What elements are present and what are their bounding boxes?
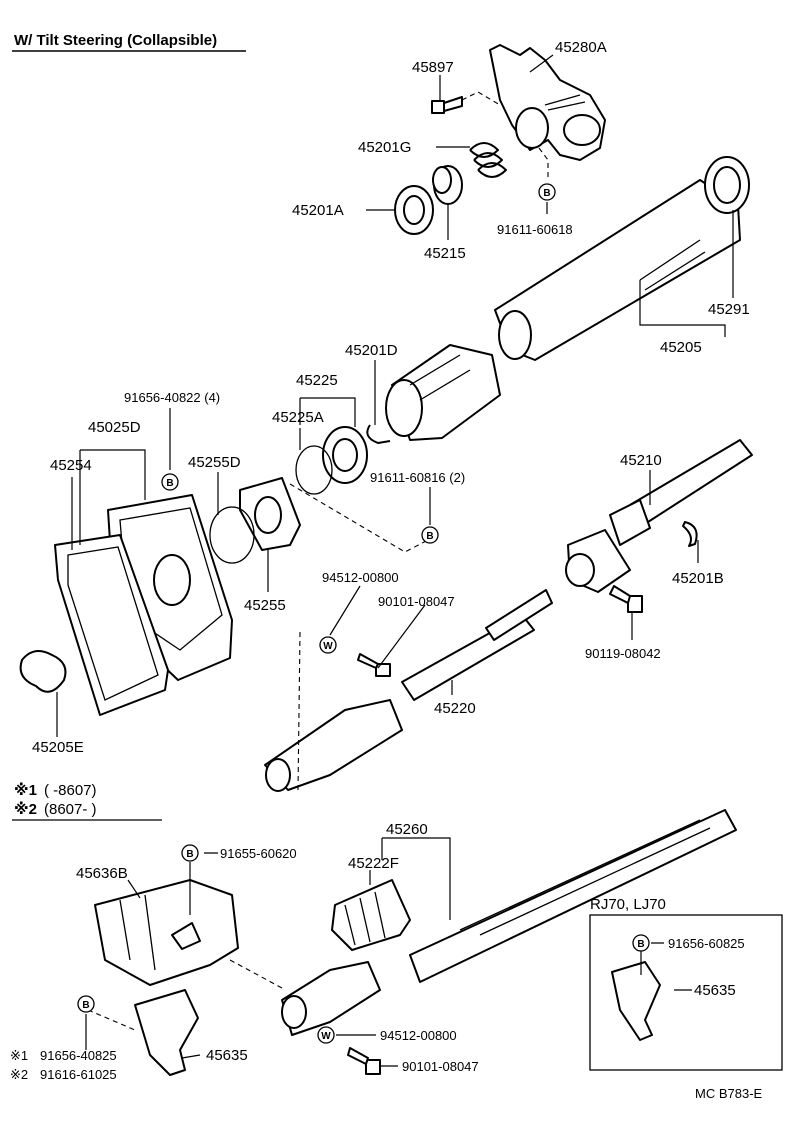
marker-b-91656-60825: B bbox=[632, 934, 650, 952]
label-45205E: 45205E bbox=[32, 739, 84, 756]
label-45225A: 45225A bbox=[272, 409, 324, 426]
label-45210: 45210 bbox=[620, 452, 662, 469]
label-91656-40825: 91656-40825 bbox=[40, 1048, 117, 1063]
collar-45215 bbox=[432, 165, 463, 205]
bearing-45201A bbox=[394, 185, 434, 235]
label-45025D: 45025D bbox=[88, 419, 141, 436]
label-91616-61025: 91616-61025 bbox=[40, 1067, 117, 1082]
label-94512-00800-upper: 94512-00800 bbox=[322, 570, 399, 585]
note-mark-2: ※2 bbox=[10, 1067, 28, 1082]
label-90101-08047-upper: 90101-08047 bbox=[378, 594, 455, 609]
label-45636B: 45636B bbox=[76, 865, 128, 882]
marker-b-lower-left: B bbox=[77, 995, 95, 1013]
date-notes: ※1 ( -8607) ※2 (8607- ) bbox=[12, 781, 162, 821]
label-45291: 45291 bbox=[708, 301, 750, 318]
label-45255D: 45255D bbox=[188, 454, 241, 471]
label-91611-60618: 91611-60618 bbox=[497, 222, 573, 237]
label-45225: 45225 bbox=[296, 372, 338, 389]
label-91611-60816: 91611-60816 (2) bbox=[370, 470, 465, 485]
outer-tube-45205 bbox=[494, 156, 750, 361]
dash-45897 bbox=[461, 91, 501, 106]
label-90119-08042: 90119-08042 bbox=[585, 646, 661, 661]
leader-lines bbox=[56, 54, 734, 1067]
note-1-mark: ※1 bbox=[14, 781, 37, 799]
cover-45636B bbox=[94, 879, 239, 986]
label-45260: 45260 bbox=[386, 821, 428, 838]
svg-text:B: B bbox=[543, 188, 550, 199]
note-2-text: (8607- ) bbox=[44, 801, 97, 818]
pad-45205E bbox=[19, 650, 67, 693]
bolt-90101-08047-lower bbox=[347, 1047, 381, 1075]
note-mark-1: ※1 bbox=[10, 1048, 28, 1063]
part-labels: 45280A 45897 45201G 45201A 45215 91611-6… bbox=[10, 39, 750, 1082]
label-45255: 45255 bbox=[244, 597, 286, 614]
label-94512-00800-lower: 94512-00800 bbox=[380, 1028, 457, 1043]
label-45222F: 45222F bbox=[348, 855, 399, 872]
label-45254: 45254 bbox=[50, 457, 92, 474]
variant-box-title: RJ70, LJ70 bbox=[590, 896, 666, 913]
marker-b-91656-40822: B bbox=[161, 473, 179, 491]
dash-91611-60618 bbox=[538, 147, 549, 180]
marker-b-91611-60816: B bbox=[421, 526, 439, 544]
o-ring-45255D bbox=[209, 506, 255, 564]
u-joint-bottom bbox=[281, 961, 381, 1036]
bolt-45897 bbox=[431, 96, 463, 114]
marker-b-91611-60618: B bbox=[538, 183, 556, 201]
label-90101-08047-lower: 90101-08047 bbox=[402, 1059, 479, 1074]
dash-cover bbox=[229, 959, 283, 989]
footer-code: MC B783-E bbox=[695, 1086, 763, 1101]
label-45280A: 45280A bbox=[555, 39, 607, 56]
u-joint-lower bbox=[264, 699, 403, 792]
label-91656-40822: 91656-40822 (4) bbox=[124, 390, 220, 405]
snap-ring-45201B bbox=[682, 521, 698, 547]
diagram-title: W/ Tilt Steering (Collapsible) bbox=[14, 32, 217, 49]
bearing-45225 bbox=[322, 426, 368, 484]
spring-45201G bbox=[469, 142, 507, 178]
o-ring-45225A bbox=[295, 445, 333, 495]
marker-b-91655-60620: B bbox=[181, 844, 199, 862]
boot-45222F bbox=[331, 879, 411, 951]
label-45201B: 45201B bbox=[672, 570, 724, 587]
svg-text:B: B bbox=[166, 478, 173, 489]
label-45201G: 45201G bbox=[358, 139, 411, 156]
shaft-45260 bbox=[409, 809, 737, 983]
label-45205: 45205 bbox=[660, 339, 702, 356]
svg-text:W: W bbox=[323, 641, 333, 652]
label-45201D: 45201D bbox=[345, 342, 398, 359]
svg-text:B: B bbox=[186, 849, 193, 860]
label-91656-60825: 91656-60825 bbox=[668, 936, 745, 951]
label-45201A: 45201A bbox=[292, 202, 344, 219]
main-shaft-45210 bbox=[609, 439, 753, 546]
svg-text:W: W bbox=[321, 1031, 331, 1042]
marker-w-94512-upper: W bbox=[319, 636, 337, 654]
bracket-45635-variant bbox=[611, 961, 661, 1041]
bracket-45635-main bbox=[134, 989, 199, 1076]
svg-text:B: B bbox=[426, 531, 433, 542]
bolt-90119-08042 bbox=[609, 585, 643, 613]
svg-text:B: B bbox=[637, 939, 644, 950]
u-joint-upper bbox=[565, 529, 631, 593]
label-45635-variant: 45635 bbox=[694, 982, 736, 999]
tilt-bracket-45280A bbox=[489, 44, 606, 161]
label-45635-main: 45635 bbox=[206, 1047, 248, 1064]
tube-clamp-45201D bbox=[366, 344, 501, 444]
dash-bracket bbox=[87, 1009, 136, 1031]
note-1-text: ( -8607) bbox=[44, 782, 97, 799]
label-45897: 45897 bbox=[412, 59, 454, 76]
seal-45254 bbox=[54, 534, 169, 716]
label-45220: 45220 bbox=[434, 700, 476, 717]
marker-w-94512-lower: W bbox=[317, 1026, 335, 1044]
bolt-90101-08047-upper bbox=[357, 653, 391, 677]
note-2-mark: ※2 bbox=[14, 800, 37, 818]
variant-box bbox=[589, 914, 783, 1071]
plate-45255 bbox=[239, 477, 301, 551]
label-91655-60620: 91655-60620 bbox=[220, 846, 297, 861]
label-45215: 45215 bbox=[424, 245, 466, 262]
intermediate-shaft-45220 bbox=[401, 589, 553, 701]
svg-text:B: B bbox=[82, 1000, 89, 1011]
